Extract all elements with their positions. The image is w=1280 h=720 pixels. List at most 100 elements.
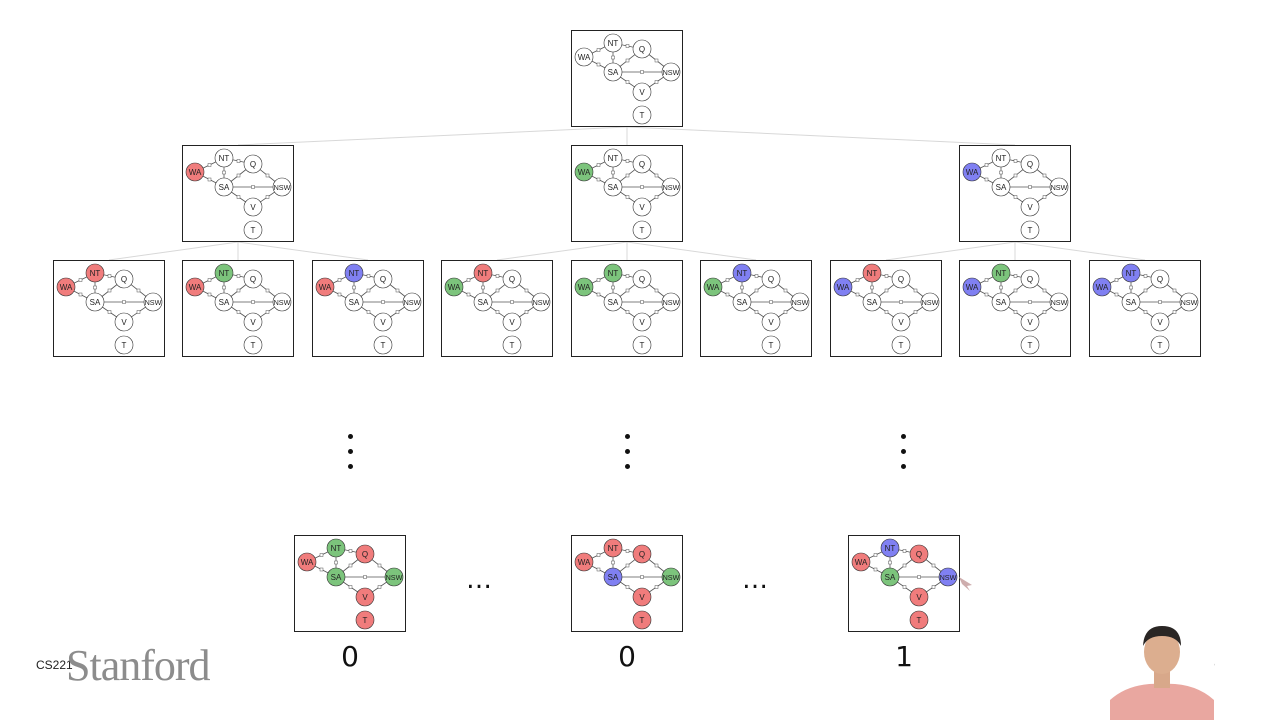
variable-node-nsw <box>143 292 163 312</box>
variable-label-t: T <box>251 341 256 350</box>
variable-node-nsw <box>272 177 292 197</box>
variable-node-nt <box>991 263 1011 283</box>
variable-label-wa: WA <box>189 168 202 177</box>
factor-marker <box>251 185 255 189</box>
variable-node-v <box>632 197 652 217</box>
factor-marker <box>265 195 270 199</box>
variable-label-nsw: NSW <box>386 573 403 582</box>
variable-node-wa <box>703 277 723 297</box>
factor-marker <box>769 300 773 304</box>
factor-marker <box>236 310 241 314</box>
variable-node-v <box>243 312 263 332</box>
variable-label-nsw: NSW <box>145 298 162 307</box>
factor-marker <box>654 80 659 84</box>
factor-marker <box>236 159 241 163</box>
variable-label-v: V <box>121 318 127 327</box>
factor-marker <box>236 274 241 278</box>
variable-node-wa <box>185 277 205 297</box>
variable-label-nt: NT <box>608 269 619 278</box>
factor-marker <box>1028 185 1032 189</box>
factor-marker <box>1129 285 1133 290</box>
variable-label-q: Q <box>916 550 922 559</box>
variable-label-sa: SA <box>608 68 619 77</box>
variable-label-nt: NT <box>478 269 489 278</box>
variable-node-nt <box>991 148 1011 168</box>
factor-marker <box>1042 288 1047 293</box>
variable-node-wa <box>185 162 205 182</box>
variable-label-nsw: NSW <box>663 573 680 582</box>
vertical-ellipsis-left <box>345 434 355 478</box>
factor-marker <box>1143 288 1148 293</box>
variable-label-q: Q <box>380 275 386 284</box>
variable-label-v: V <box>1157 318 1163 327</box>
factor-marker <box>136 310 141 314</box>
variable-label-v: V <box>509 318 515 327</box>
factor-marker <box>395 310 400 314</box>
factor-marker <box>366 310 371 314</box>
variable-label-wa: WA <box>301 558 314 567</box>
factor-marker <box>1013 274 1018 278</box>
variable-label-wa: WA <box>1096 283 1109 292</box>
variable-node-nt <box>85 263 105 283</box>
factor-marker <box>984 177 989 182</box>
variable-label-nt: NT <box>90 269 101 278</box>
factor-marker <box>596 278 601 282</box>
variable-label-q: Q <box>1027 160 1033 169</box>
variable-node-sa <box>344 292 364 312</box>
factor-marker <box>888 560 892 565</box>
factor-marker <box>107 288 112 293</box>
variable-node-t <box>1020 220 1040 240</box>
variable-label-q: Q <box>768 275 774 284</box>
factor-marker <box>625 585 630 589</box>
variable-node-q <box>355 544 375 564</box>
factor-marker <box>207 278 212 282</box>
factor-marker <box>107 310 112 314</box>
variable-node-q <box>632 544 652 564</box>
factor-marker <box>207 177 212 182</box>
factor-marker <box>337 292 342 297</box>
factor-marker <box>596 163 601 167</box>
variable-label-q: Q <box>362 550 368 559</box>
variable-label-v: V <box>250 203 256 212</box>
factor-marker <box>1172 310 1177 314</box>
variable-label-nsw: NSW <box>663 68 680 77</box>
variable-node-nt <box>603 538 623 558</box>
factor-marker <box>902 549 907 553</box>
factor-marker <box>873 553 878 557</box>
variable-node-q <box>632 269 652 289</box>
factor-marker <box>1042 173 1047 178</box>
variable-node-v <box>1020 312 1040 332</box>
variable-node-nt <box>880 538 900 558</box>
factor-marker <box>93 285 97 290</box>
vertical-ellipsis-right <box>898 434 908 478</box>
variable-node-nt <box>214 148 234 168</box>
factor-marker <box>1143 274 1148 278</box>
variable-label-nt: NT <box>996 154 1007 163</box>
variable-label-nsw: NSW <box>1051 298 1068 307</box>
variable-node-q <box>909 544 929 564</box>
factor-marker <box>654 310 659 314</box>
factor-marker <box>870 285 874 290</box>
variable-node-sa <box>473 292 493 312</box>
factor-marker <box>754 310 759 314</box>
factor-marker <box>931 585 936 589</box>
factor-marker <box>1114 278 1119 282</box>
variable-label-wa: WA <box>707 283 720 292</box>
factor-marker <box>596 567 601 572</box>
course-label: CS221 <box>36 658 73 672</box>
variable-label-t: T <box>640 616 645 625</box>
variable-node-nt <box>344 263 364 283</box>
variable-label-wa: WA <box>189 283 202 292</box>
variable-node-wa <box>1092 277 1112 297</box>
factor-marker <box>625 195 630 199</box>
factor-marker <box>1042 195 1047 199</box>
